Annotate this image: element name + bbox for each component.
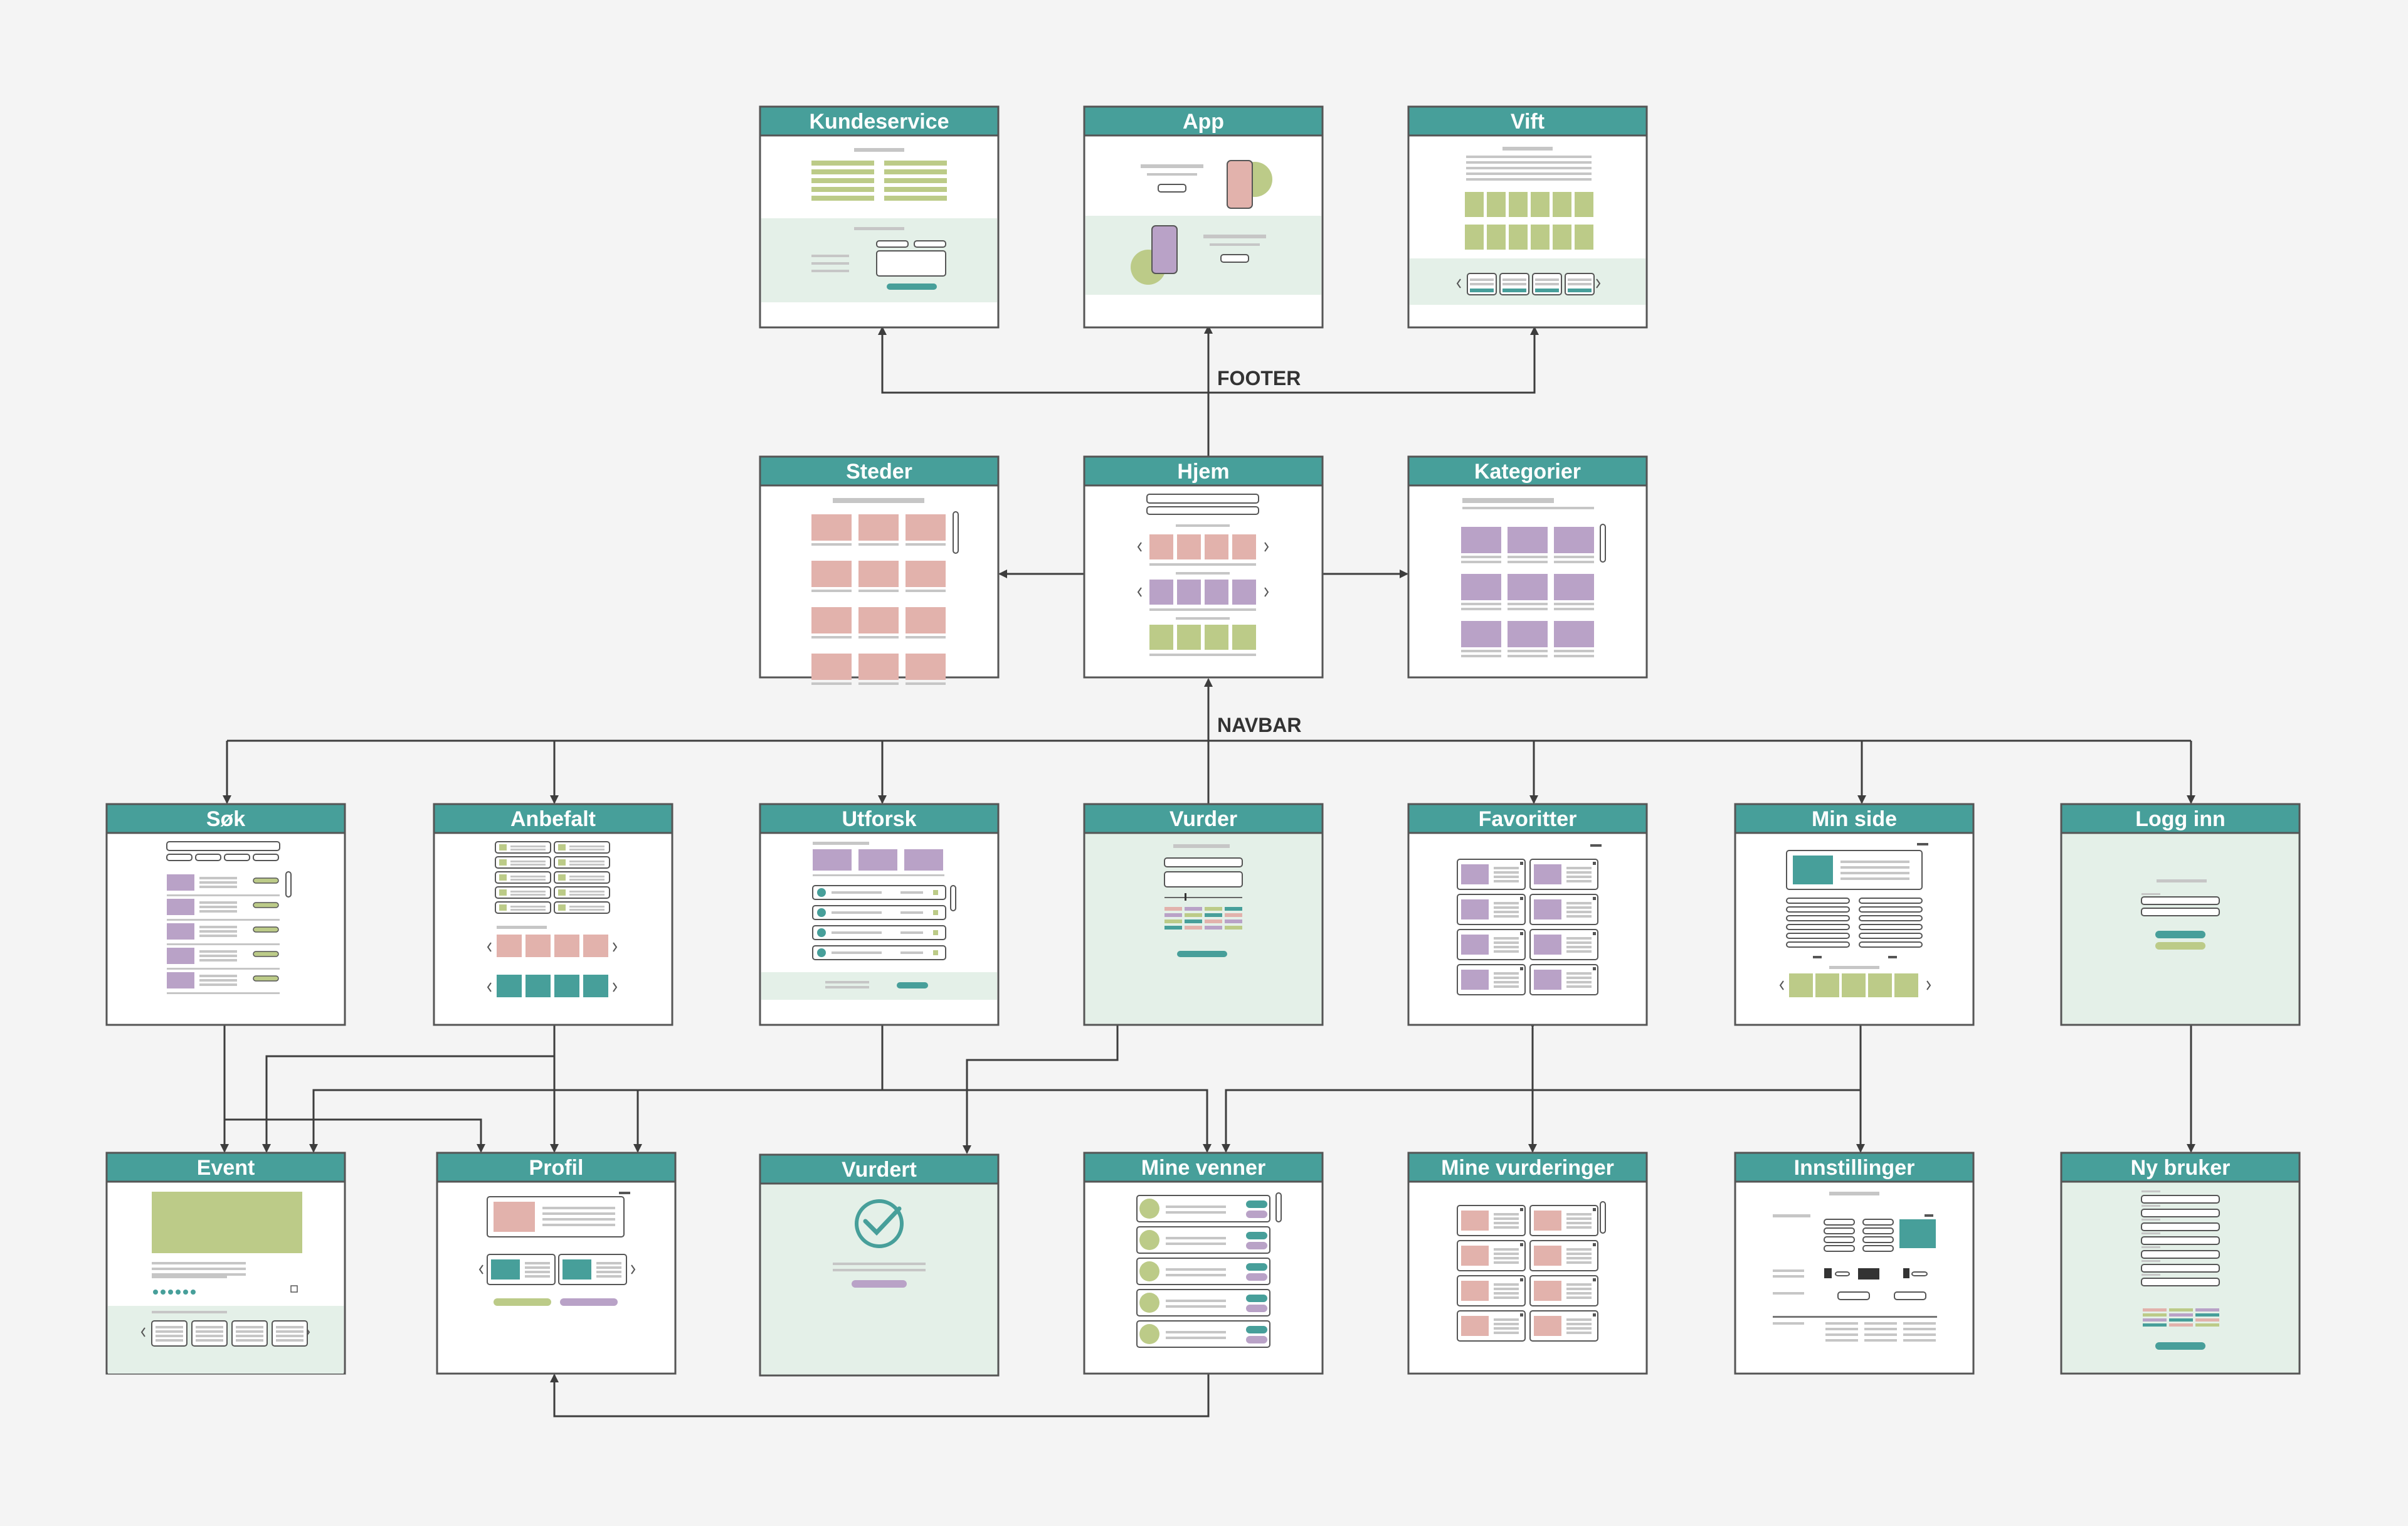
wireframe-logg-inn [2141, 879, 2220, 950]
wireframe-hjem [1137, 494, 1269, 656]
page-card-min-side: Min side [1734, 803, 1975, 1026]
wireframe-mine-vurderinger [1457, 1201, 1606, 1342]
page-card-logg-inn: Logg inn [2060, 803, 2301, 1026]
page-card-event: Event [105, 1152, 346, 1375]
connector-vurder-vurdert [963, 1025, 1119, 1154]
page-title-steder: Steder [846, 460, 912, 484]
page-title-min-side: Min side [1812, 807, 1897, 831]
connector-hjem-kundeservice [878, 326, 1208, 394]
page-title-vurdert: Vurdert [842, 1158, 917, 1182]
page-title-app: App [1183, 110, 1224, 134]
page-title-innstillinger: Innstillinger [1794, 1156, 1915, 1180]
wireframe-vurder [1164, 844, 1243, 957]
page-card-vift: Vift [1407, 105, 1648, 329]
wireframe-vurdert [833, 1199, 926, 1288]
page-card-ny-bruker: Ny bruker [2060, 1152, 2301, 1375]
page-card-mine-venner: Mine venner [1083, 1152, 1324, 1375]
page-card-favoritter: Favoritter [1407, 803, 1648, 1026]
page-card-vurder: Vurder [1083, 803, 1324, 1026]
page-title-vurder: Vurder [1170, 807, 1237, 831]
connector-utforsk-venner [882, 1089, 1212, 1153]
wireframe-innstillinger [1773, 1192, 1937, 1342]
page-title-mine-vurderinger: Mine vurderinger [1441, 1156, 1614, 1180]
connector-utforsk-event [309, 1089, 638, 1153]
connector-venner-profil [550, 1374, 1210, 1417]
wireframe-anbefalt [487, 841, 618, 997]
page-title-kundeservice: Kundeservice [810, 110, 949, 134]
wireframe-mine-venner [1136, 1192, 1282, 1348]
wireframe-steder [811, 498, 959, 685]
page-title-hjem: Hjem [1177, 460, 1229, 484]
page-title-ny-bruker: Ny bruker [2131, 1156, 2231, 1180]
page-title-anbefalt: Anbefalt [510, 807, 596, 831]
page-card-kategorier: Kategorier [1407, 455, 1648, 679]
page-card-mine-vurderinger: Mine vurderinger [1407, 1152, 1648, 1375]
connector-utforsk-profil [633, 1025, 884, 1153]
page-card-sok: Søk [105, 803, 346, 1026]
navbar-label: NAVBAR [1217, 714, 1302, 736]
page-card-anbefalt: Anbefalt [433, 803, 673, 1026]
page-card-profil: Profil [436, 1152, 677, 1375]
wireframe-kundeservice [761, 148, 997, 302]
page-title-vift: Vift [1511, 110, 1545, 134]
page-title-favoritter: Favoritter [1479, 807, 1577, 831]
connector-minside-venner [1222, 1089, 1861, 1153]
wireframe-profil [478, 1192, 636, 1306]
wireframe-min-side [1779, 843, 1931, 997]
connectors [220, 325, 2195, 1417]
page-title-utforsk: Utforsk [842, 807, 916, 831]
page-title-sok: Søk [206, 807, 245, 831]
section-labels: FOOTER NAVBAR [1217, 367, 1302, 736]
wireframe-ny-bruker [2141, 1190, 2220, 1350]
wireframe-utforsk [761, 842, 997, 1000]
footer-label: FOOTER [1217, 367, 1301, 389]
wireframe-kategorier [1461, 498, 1606, 657]
connector-sok-profil [223, 1025, 485, 1153]
connector-anbefalt-event [262, 1055, 554, 1153]
page-title-mine-venner: Mine venner [1141, 1156, 1265, 1180]
wireframe-app [1085, 160, 1321, 295]
wireframe-vift [1410, 147, 1645, 305]
page-card-utforsk: Utforsk [759, 803, 1000, 1026]
page-title-kategorier: Kategorier [1474, 460, 1581, 484]
connector-hjem-vift [1208, 326, 1539, 394]
page-title-event: Event [197, 1156, 255, 1180]
page-card-kundeservice: Kundeservice [759, 105, 1000, 329]
wireframe-event [108, 1192, 344, 1374]
page-card-steder: Steder [759, 455, 1000, 685]
page-card-hjem: Hjem [1083, 455, 1324, 679]
page-card-app: App [1083, 105, 1324, 329]
page-title-logg-inn: Logg inn [2135, 807, 2226, 831]
page-card-innstillinger: Innstillinger [1734, 1152, 1975, 1375]
page-title-profil: Profil [529, 1156, 584, 1180]
wireframe-favoritter [1457, 844, 1602, 995]
page-card-vurdert: Vurdert [759, 1153, 1000, 1377]
wireframe-sok [166, 841, 292, 994]
